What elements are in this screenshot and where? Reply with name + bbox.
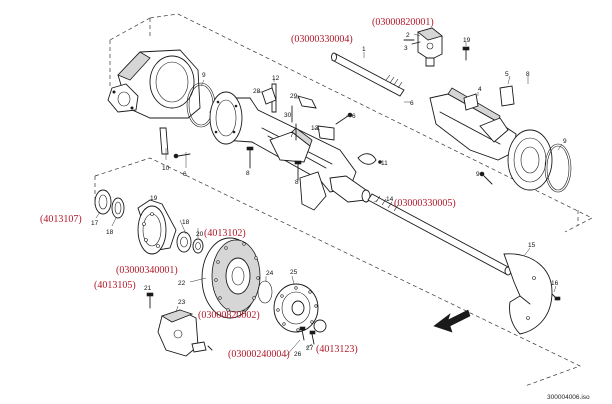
- item-12: 12: [272, 75, 280, 82]
- code-4013107: (4013107): [40, 214, 82, 225]
- code-03000340001: (03000340001): [116, 265, 178, 276]
- direction-arrow: [433, 309, 471, 333]
- item-18: 18: [106, 229, 114, 236]
- dust-shield: [503, 253, 561, 335]
- item-19: 19: [150, 195, 158, 202]
- item-13: 13: [311, 125, 319, 132]
- item-1: 1: [362, 46, 366, 53]
- code-4013105: (4013105): [94, 280, 136, 291]
- item-4: 4: [478, 86, 482, 93]
- item-17: 17: [91, 220, 99, 227]
- item-18-b: 18: [182, 219, 190, 226]
- item-23: 23: [178, 299, 186, 306]
- gasket: [257, 280, 273, 304]
- item-10: 10: [162, 165, 170, 172]
- item-number-labels: 9 10 6 12 28 29 30 7 13 6 8 8 11 1 2 3 1…: [91, 32, 567, 358]
- item-31: 29: [290, 93, 298, 100]
- code-4013123: (4013123): [316, 344, 358, 355]
- item-6-b: 6: [352, 113, 356, 120]
- item-7: 7: [290, 132, 294, 139]
- code-03000820001: (03000820001): [372, 17, 434, 28]
- valve-block: [411, 27, 443, 67]
- axle-housing-right: [429, 85, 572, 193]
- item-15: 15: [528, 242, 536, 249]
- item-8-b: 8: [295, 179, 299, 186]
- wheel-flange: [273, 283, 327, 345]
- axle-housing: [107, 49, 371, 211]
- item-25: 25: [290, 269, 298, 276]
- brake-caliper: [146, 292, 213, 357]
- leader-lines: [95, 33, 563, 357]
- assembly-boundary-upper: [109, 13, 593, 233]
- item-5: 5: [505, 71, 509, 78]
- part-code-labels: (03000820001) (03000330004) (03000330005…: [40, 17, 456, 360]
- item-22: 22: [178, 280, 186, 287]
- item-6-c: 8: [526, 71, 530, 78]
- item-26: 26: [294, 351, 302, 358]
- item-3: 3: [404, 45, 408, 52]
- item-2: 2: [406, 32, 410, 39]
- item-6-d: 9: [476, 171, 480, 178]
- code-03000240004: (03000240004): [228, 349, 290, 360]
- item-11: 11: [381, 160, 388, 167]
- item-8: 8: [246, 170, 250, 177]
- item-8-c: 6: [410, 100, 414, 107]
- item-30: 28: [253, 88, 261, 95]
- item-21: 19: [463, 37, 471, 44]
- item-9: 9: [202, 72, 206, 79]
- axle-shaft-upper: [331, 52, 405, 97]
- item-9-b: 9: [563, 138, 567, 145]
- drawing-reference: 300004006.iso: [547, 394, 590, 401]
- item-21-b: 21: [144, 285, 152, 292]
- item-14: 14: [386, 196, 394, 203]
- code-4013102: (4013102): [204, 228, 246, 239]
- item-20: 20: [196, 231, 204, 238]
- item-27: 27: [306, 345, 314, 352]
- hub-assembly: [94, 189, 204, 255]
- item-32: 30: [284, 112, 292, 119]
- hardware-upper: [159, 39, 493, 185]
- code-03000330005: (03000330005): [394, 198, 456, 209]
- brake-disc: [201, 237, 261, 319]
- item-24: 24: [266, 270, 274, 277]
- item-6: 6: [183, 171, 187, 178]
- code-03000820002: (03000820002): [198, 310, 260, 321]
- code-03000330004: (03000330004): [291, 34, 353, 45]
- item-16: 16: [551, 280, 559, 287]
